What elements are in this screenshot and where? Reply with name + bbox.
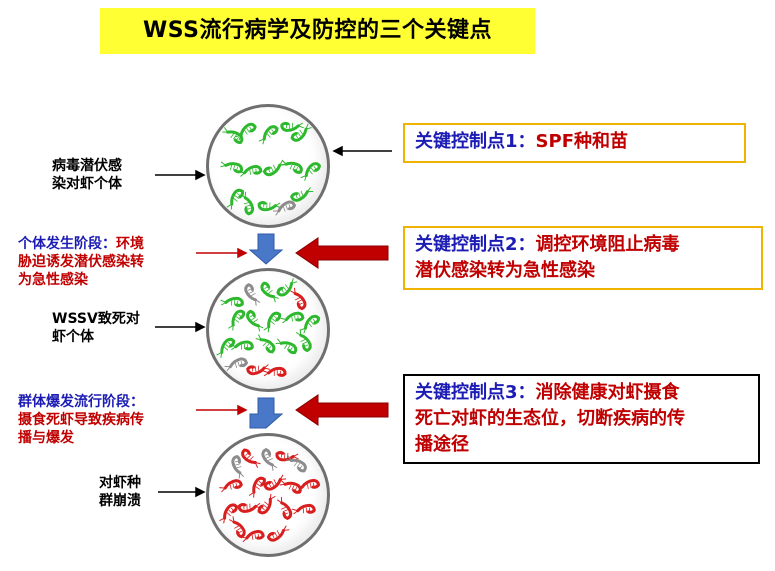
phase-label-individual: 个体发生阶段：环境 胁迫诱发潜伏感染转 为急性感染 bbox=[18, 236, 144, 288]
shrimp-icon bbox=[266, 525, 290, 542]
shrimp-icon bbox=[244, 283, 261, 306]
shrimp-icon bbox=[285, 455, 307, 473]
shrimp-icon bbox=[255, 334, 276, 354]
shrimp-icon bbox=[276, 497, 293, 520]
shrimp-icon bbox=[220, 161, 244, 174]
control-point-box-2: 关键控制点2：调控环境阻止病毒 潜伏感染转为急性感染 bbox=[403, 226, 763, 290]
shrimp-icon bbox=[228, 516, 246, 539]
shrimp-icon bbox=[260, 281, 279, 303]
shrimp-icon bbox=[280, 121, 304, 132]
shrimp-icon bbox=[276, 278, 298, 297]
stage-label-acute: WSSV致死对 虾个体 bbox=[52, 311, 140, 345]
diagram-title: WSS流行病学及防控的三个关键点 bbox=[100, 8, 535, 54]
stage-circle-collapse bbox=[206, 433, 330, 557]
shrimp-icon bbox=[235, 122, 257, 141]
shrimp-icon bbox=[241, 448, 261, 469]
stage-circle-latent bbox=[206, 104, 330, 228]
stage-circle-acute bbox=[206, 268, 330, 392]
shrimp-icon bbox=[292, 503, 316, 515]
shrimp-icon bbox=[300, 162, 321, 181]
shrimp-icon bbox=[224, 357, 249, 372]
shrimp-icon bbox=[246, 364, 270, 376]
control-arrow-2 bbox=[295, 237, 389, 269]
shrimp-icon bbox=[241, 529, 265, 543]
shrimp-icon bbox=[240, 191, 255, 216]
down-arrow-1 bbox=[248, 233, 284, 265]
stage-label-latent: 病毒潜伏感 染对虾个体 bbox=[52, 158, 122, 192]
shrimp-icon bbox=[238, 164, 263, 177]
shrimp-population-latent bbox=[220, 121, 321, 216]
shrimp-icon bbox=[231, 454, 245, 479]
shrimp-icon bbox=[257, 493, 276, 515]
shrimp-population-collapse bbox=[219, 448, 321, 543]
shrimp-icon bbox=[219, 503, 238, 524]
shrimp-icon bbox=[290, 123, 312, 142]
control-point-box-1: 关键控制点1：SPF种和苗 bbox=[403, 123, 746, 163]
shrimp-icon bbox=[219, 479, 243, 493]
shrimp-population-acute bbox=[216, 278, 321, 377]
shrimp-icon bbox=[263, 474, 287, 491]
shrimp-icon bbox=[280, 159, 303, 174]
control-arrow-3 bbox=[295, 394, 389, 426]
shrimp-icon bbox=[263, 311, 282, 333]
shrimp-icon bbox=[290, 287, 307, 311]
shrimp-icon bbox=[273, 200, 297, 216]
shrimp-icon bbox=[222, 127, 244, 144]
shrimp-icon bbox=[248, 476, 266, 498]
shrimp-icon bbox=[275, 451, 299, 462]
control-point-box-3: 关键控制点3：消除健康对虾摄食 死亡对虾的生态位，切断疾病的传 播途径 bbox=[403, 374, 760, 464]
shrimp-icon bbox=[228, 309, 246, 331]
shrimp-icon bbox=[296, 478, 321, 492]
stage-label-collapse: 对虾种 群崩溃 bbox=[99, 475, 141, 509]
shrimp-icon bbox=[216, 337, 236, 358]
shrimp-icon bbox=[295, 329, 312, 353]
shrimp-icon bbox=[275, 338, 298, 355]
shrimp-icon bbox=[280, 311, 305, 324]
shrimp-icon bbox=[262, 366, 287, 377]
down-arrow-2 bbox=[249, 397, 284, 429]
shrimp-icon bbox=[220, 296, 244, 308]
shrimp-icon bbox=[261, 448, 278, 471]
shrimp-icon bbox=[246, 309, 264, 332]
shrimp-icon bbox=[290, 187, 314, 202]
shrimp-icon bbox=[258, 125, 279, 145]
shrimp-icon bbox=[299, 314, 321, 334]
phase-label-population: 群体爆发流行阶段： 摄食死虾导致疾病传 播与爆发 bbox=[18, 394, 144, 446]
shrimp-icon bbox=[230, 340, 254, 351]
